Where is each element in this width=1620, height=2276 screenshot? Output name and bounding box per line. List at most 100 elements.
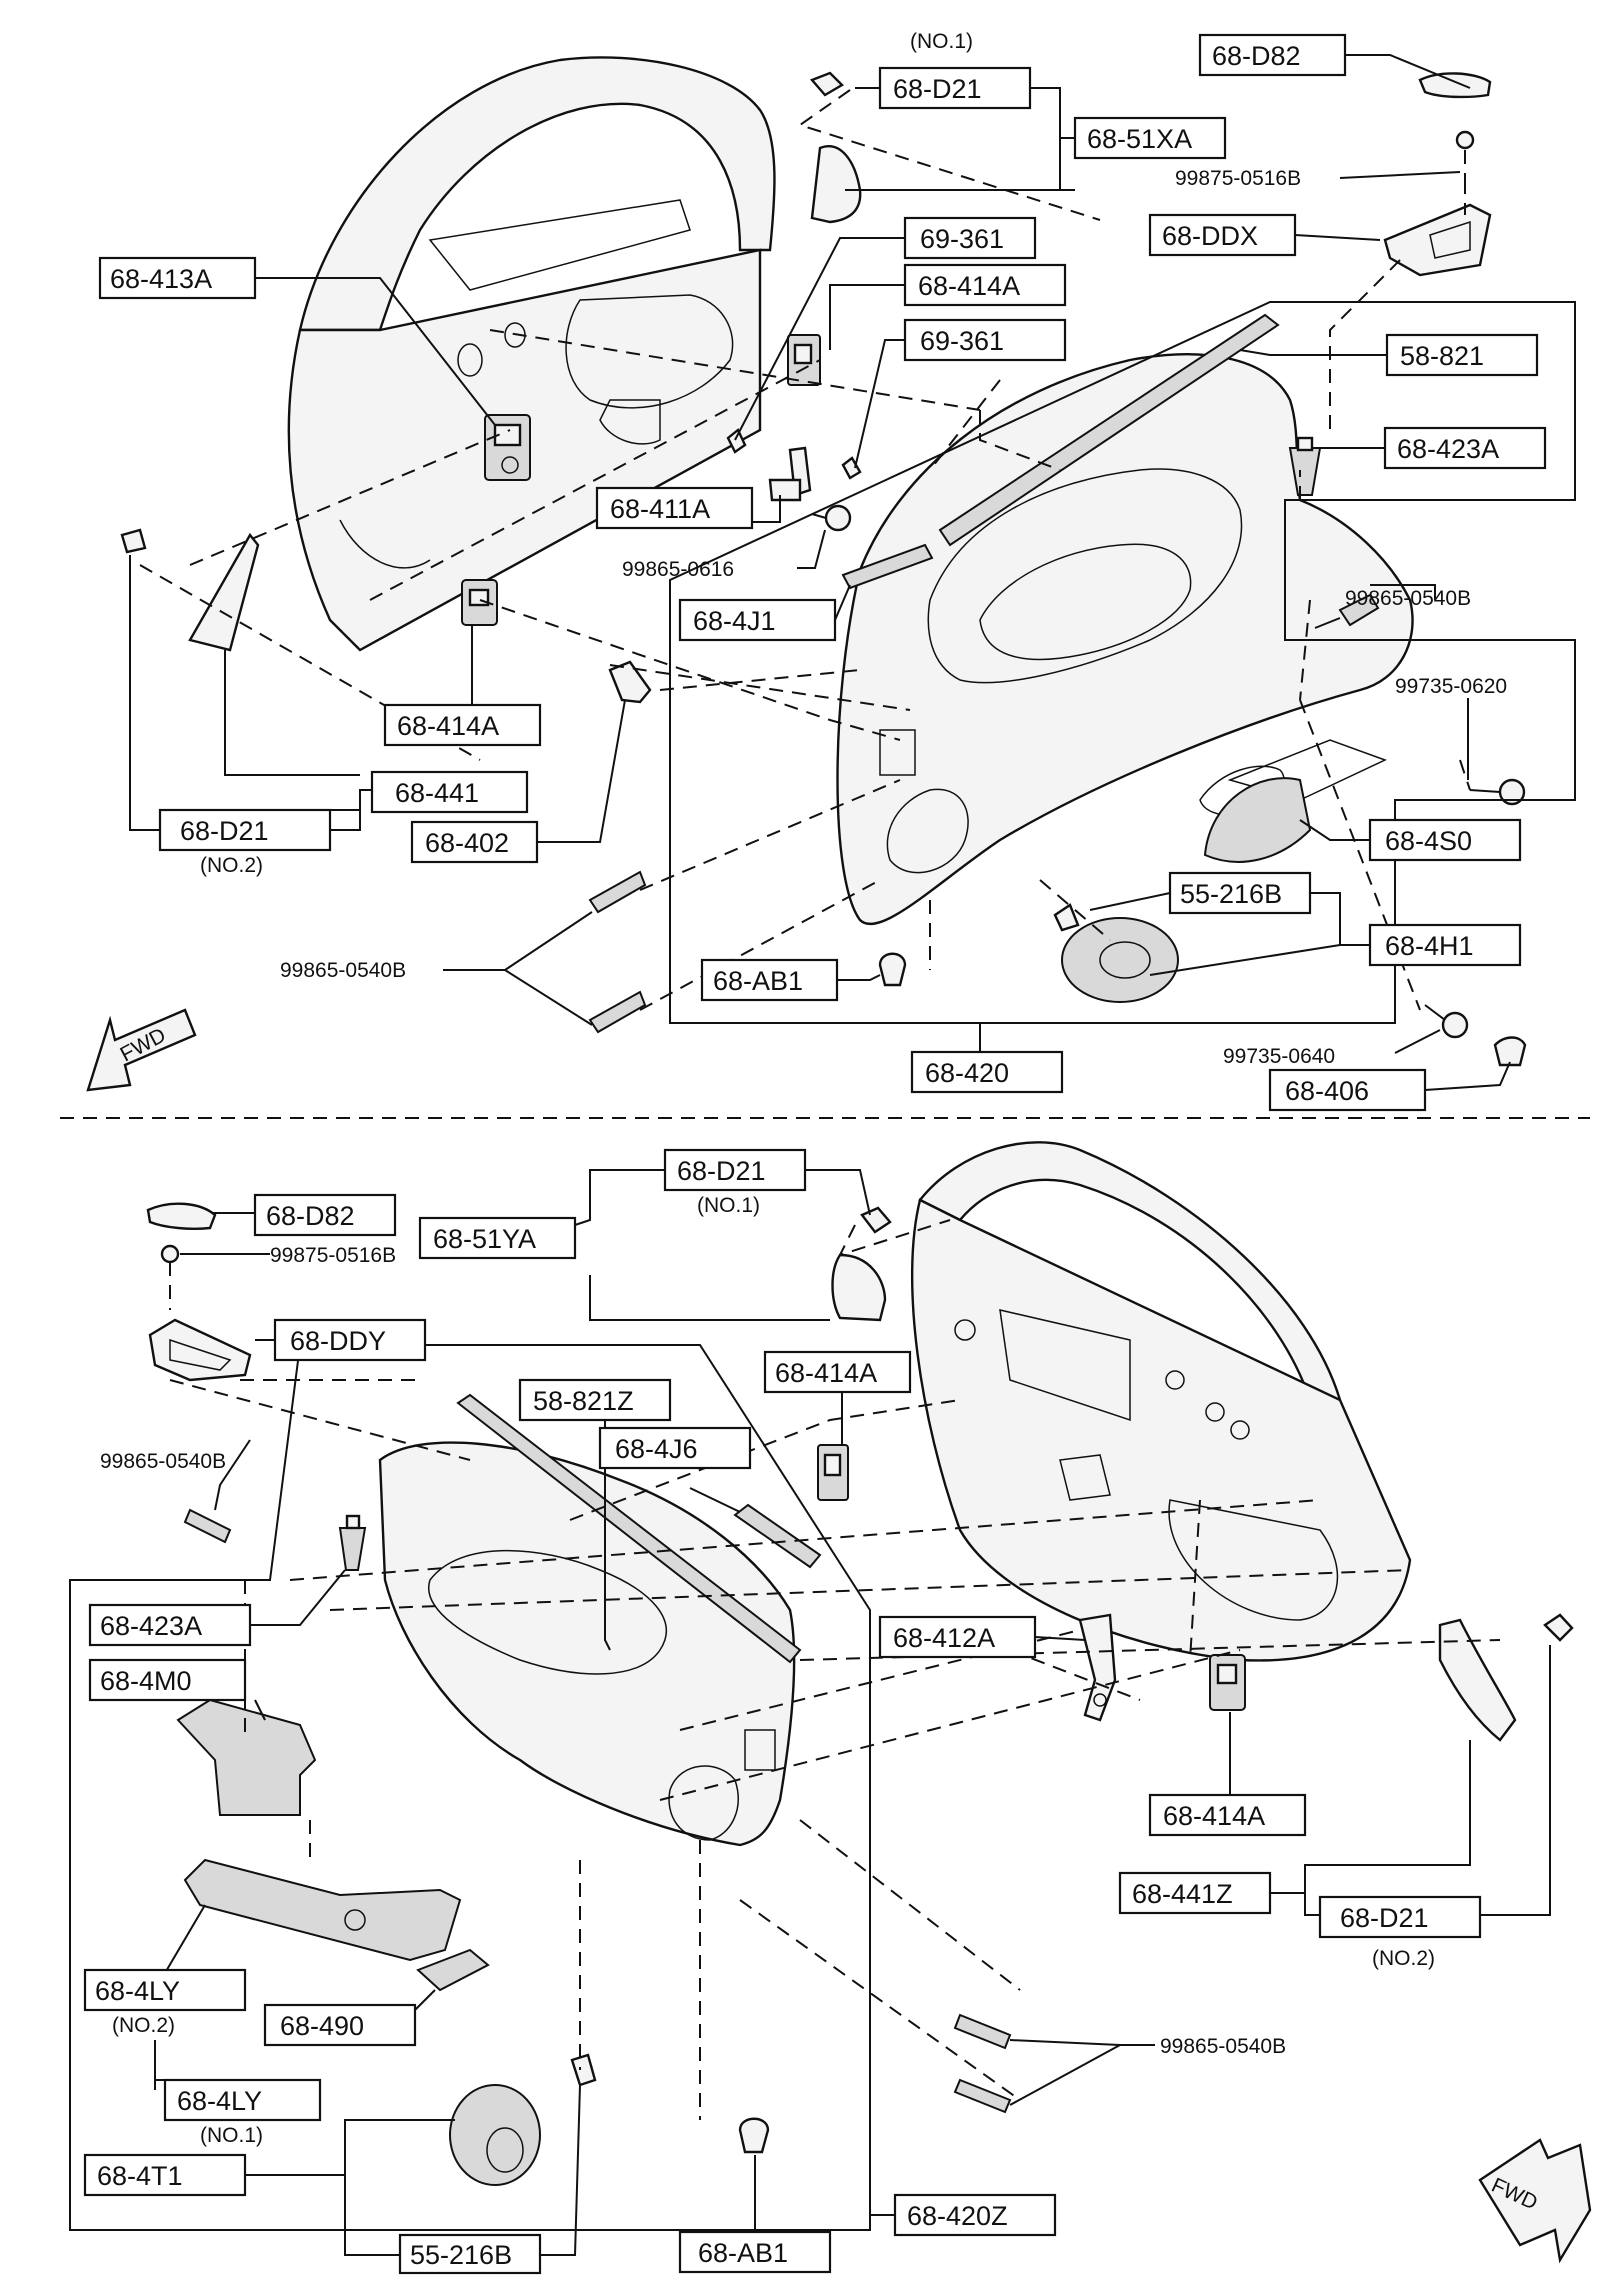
lower-trim-panel bbox=[378, 1441, 796, 1847]
cap-68-D82-lower bbox=[146, 1202, 217, 1230]
label-68-441: 68-441 bbox=[395, 778, 479, 808]
screw-99865-0540B-upper-right bbox=[1314, 593, 1380, 629]
label-68-D21-no2-lower: 68-D21 bbox=[1340, 1903, 1429, 1933]
label-99875-0516B-upper: 99875-0516B bbox=[1175, 167, 1301, 190]
rod-clip bbox=[726, 428, 862, 480]
lower-leaders bbox=[154, 1169, 1551, 2256]
label-68-420: 68-420 bbox=[925, 1058, 1009, 1088]
label-99735-0640: 99735-0640 bbox=[1223, 1045, 1335, 1068]
clip-68-AB1-lower bbox=[738, 2117, 770, 2154]
label-no1-upper: (NO.1) bbox=[910, 30, 973, 53]
armrest-68-4S0 bbox=[1203, 777, 1312, 863]
label-68-DDX: 68-DDX bbox=[1162, 221, 1258, 251]
label-99865-0540B-lower-right: 99865-0540B bbox=[1160, 2035, 1286, 2058]
clip-68-D21-lower-no1 bbox=[860, 1206, 892, 1234]
upper-diagram: FWD (NO.1) 68-D21 68-D82 68-51XA 99875-0… bbox=[86, 30, 1576, 1112]
screw-99865-0616 bbox=[811, 504, 852, 532]
label-68-4M0: 68-4M0 bbox=[100, 1666, 192, 1696]
label-68-D82-lower: 68-D82 bbox=[266, 1201, 355, 1231]
label-99865-0540B-upper-right: 99865-0540B bbox=[1345, 587, 1471, 610]
inner-handle-bracket bbox=[768, 446, 812, 502]
label-68-D82-upper: 68-D82 bbox=[1212, 41, 1301, 71]
label-68-406: 68-406 bbox=[1285, 1076, 1369, 1106]
label-68-412A: 68-412A bbox=[893, 1623, 995, 1653]
mirror-garnish bbox=[120, 528, 260, 652]
label-68-4LY-no1: 68-4LY bbox=[177, 2086, 262, 2116]
label-68-4LY-no2: 68-4LY bbox=[95, 1976, 180, 2006]
clip-68-D21-top bbox=[809, 71, 844, 97]
speaker-grille-upper bbox=[1053, 903, 1179, 1003]
label-68-4J6: 68-4J6 bbox=[615, 1434, 698, 1464]
label-99735-0620: 99735-0620 bbox=[1395, 675, 1507, 698]
label-58-821: 58-821 bbox=[1400, 341, 1484, 371]
label-55-216B-upper: 55-216B bbox=[1180, 879, 1282, 909]
label-68-D21-lower: 68-D21 bbox=[677, 1156, 766, 1186]
label-99865-0540B-lower-left: 99865-0540B bbox=[100, 1450, 226, 1473]
label-68-51YA: 68-51YA bbox=[433, 1224, 536, 1254]
clip-68-AB1-upper bbox=[878, 952, 907, 987]
cap-68-D82 bbox=[1418, 72, 1492, 99]
label-68-490: 68-490 bbox=[280, 2011, 364, 2041]
label-68-411A: 68-411A bbox=[610, 494, 710, 524]
vent-68-4J6 bbox=[733, 1503, 822, 1569]
label-99865-0616: 99865-0616 bbox=[622, 558, 734, 581]
lower-hinge-lower bbox=[1209, 1654, 1246, 1711]
label-68-402: 68-402 bbox=[425, 828, 509, 858]
fwd-arrow-upper: FWD bbox=[86, 1008, 197, 1092]
mirror-garnish-68-441Z bbox=[1438, 1618, 1517, 1742]
trim-clip bbox=[608, 660, 652, 704]
label-68-441Z: 68-441Z bbox=[1132, 1879, 1233, 1909]
speaker-grille-lower bbox=[449, 2053, 597, 2186]
fwd-arrow-lower: FWD bbox=[1478, 2138, 1592, 2264]
clip-68-D21-lower-no2 bbox=[1543, 1613, 1574, 1642]
label-68-414A-upper-a: 68-414A bbox=[918, 271, 1020, 301]
label-68-4J1: 68-4J1 bbox=[693, 606, 776, 636]
label-58-821Z: 58-821Z bbox=[533, 1386, 634, 1416]
screw-99865-0540B-lower-left bbox=[183, 1508, 232, 1544]
corner-trim-68-51XA bbox=[810, 145, 862, 224]
weatherstrip-58-821 bbox=[938, 313, 1280, 547]
lower-door-frame bbox=[910, 1141, 1412, 1662]
label-68-414A-lower-a: 68-414A bbox=[775, 1358, 877, 1388]
screw-pair-99865-0540B-upper bbox=[588, 870, 647, 1034]
screw-99735-0640 bbox=[1424, 1004, 1469, 1039]
switch-panel-68-DDY bbox=[148, 1318, 252, 1382]
cap-68-406 bbox=[1493, 1036, 1527, 1067]
label-69-361-a: 69-361 bbox=[920, 224, 1004, 254]
label-68-423A-upper: 68-423A bbox=[1397, 434, 1499, 464]
label-68-51XA: 68-51XA bbox=[1087, 124, 1192, 154]
lower-labels: 68-D82 68-D21 (NO.1) 68-51YA 99875-0516B… bbox=[83, 1148, 1482, 2275]
label-68-4T1: 68-4T1 bbox=[97, 2161, 183, 2191]
door-hinge-lower bbox=[461, 579, 498, 626]
upper-labels: (NO.1) 68-D21 68-D82 68-51XA 99875-0516B… bbox=[98, 30, 1547, 1112]
switch-panel-68-DDX bbox=[1383, 203, 1492, 277]
label-68-4S0: 68-4S0 bbox=[1385, 826, 1472, 856]
armrest-base-68-4LY bbox=[183, 1858, 462, 1962]
label-69-361-b: 69-361 bbox=[920, 326, 1004, 356]
screw-pair-99865-0540B-lower bbox=[953, 2013, 1012, 2114]
screw-99875-0516B-upper bbox=[1455, 130, 1475, 180]
label-68-414A-lower-b: 68-414A bbox=[1163, 1801, 1265, 1831]
label-68-413A: 68-413A bbox=[110, 264, 212, 294]
label-68-4H1: 68-4H1 bbox=[1385, 931, 1474, 961]
corner-trim-68-51YA bbox=[831, 1253, 887, 1322]
upper-trim-panel bbox=[836, 353, 1414, 926]
bumper-68-423A-upper bbox=[1288, 436, 1322, 496]
door-lock-actuator bbox=[484, 414, 531, 481]
weatherstrip-58-821Z bbox=[456, 1393, 802, 1664]
label-99875-0516B-lower: 99875-0516B bbox=[270, 1244, 396, 1267]
label-68-D21-no2-upper: 68-D21 bbox=[180, 816, 269, 846]
label-no1-lower-b: (NO.1) bbox=[200, 2124, 263, 2147]
bumper-68-423A-lower bbox=[338, 1514, 367, 1571]
label-68-414A-upper-b: 68-414A bbox=[397, 711, 499, 741]
label-68-423A-lower: 68-423A bbox=[100, 1611, 202, 1641]
label-68-AB1-lower: 68-AB1 bbox=[698, 2238, 788, 2268]
door-hinge-upper bbox=[787, 334, 821, 386]
lower-diagram: FWD 68-D82 68-D21 (NO.1) 68-51YA 99875-0… bbox=[69, 1141, 1592, 2275]
screw-99875-0516B-lower bbox=[160, 1244, 180, 1310]
label-55-216B-lower: 55-216B bbox=[410, 2240, 512, 2270]
label-68-AB1-upper: 68-AB1 bbox=[713, 966, 803, 996]
screw-99735-0620 bbox=[1469, 778, 1526, 806]
label-no2-lower-right: (NO.2) bbox=[1372, 1947, 1435, 1970]
